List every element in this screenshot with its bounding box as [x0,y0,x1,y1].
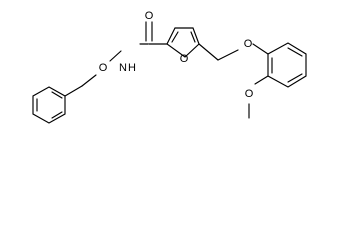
benzyl-ring-bonds [32,86,66,124]
ch2-o-bond [81,74,97,87]
ch2-ether-o-bond [217,49,239,61]
amide-nitrogen-label: N [119,62,127,74]
carbonyl-double-bond [145,21,153,42]
ether-o-aryl-bond [252,43,269,55]
furan-double-bonds [171,31,196,43]
hydroxylamine-oxygen-label: O [99,62,108,74]
furan-ch2-bond [198,43,219,61]
methoxy-oxygen-label: O [245,88,254,100]
benzyl-ring [32,86,66,124]
ether-oxygen-label: O [244,38,253,50]
carbonyl-oxygen-label: O [145,10,154,22]
benzyl-ch2-bond [64,85,83,97]
benzyl-ring-double-bonds [36,91,63,119]
methoxyphenyl-ring [267,42,307,88]
furan-ring [166,27,200,58]
methoxyphenyl-double-bonds [271,47,303,83]
o-n-bond [109,50,122,62]
furan-ring-bonds [166,27,200,58]
amide-hydrogen-label: H [128,62,136,74]
structure-canvas: O N H O O O O [32,10,307,124]
aryl-methoxy-o-bond [254,75,269,85]
furan-oxygen-label: O [180,53,189,65]
methoxyphenyl-ring-bonds [267,42,307,88]
